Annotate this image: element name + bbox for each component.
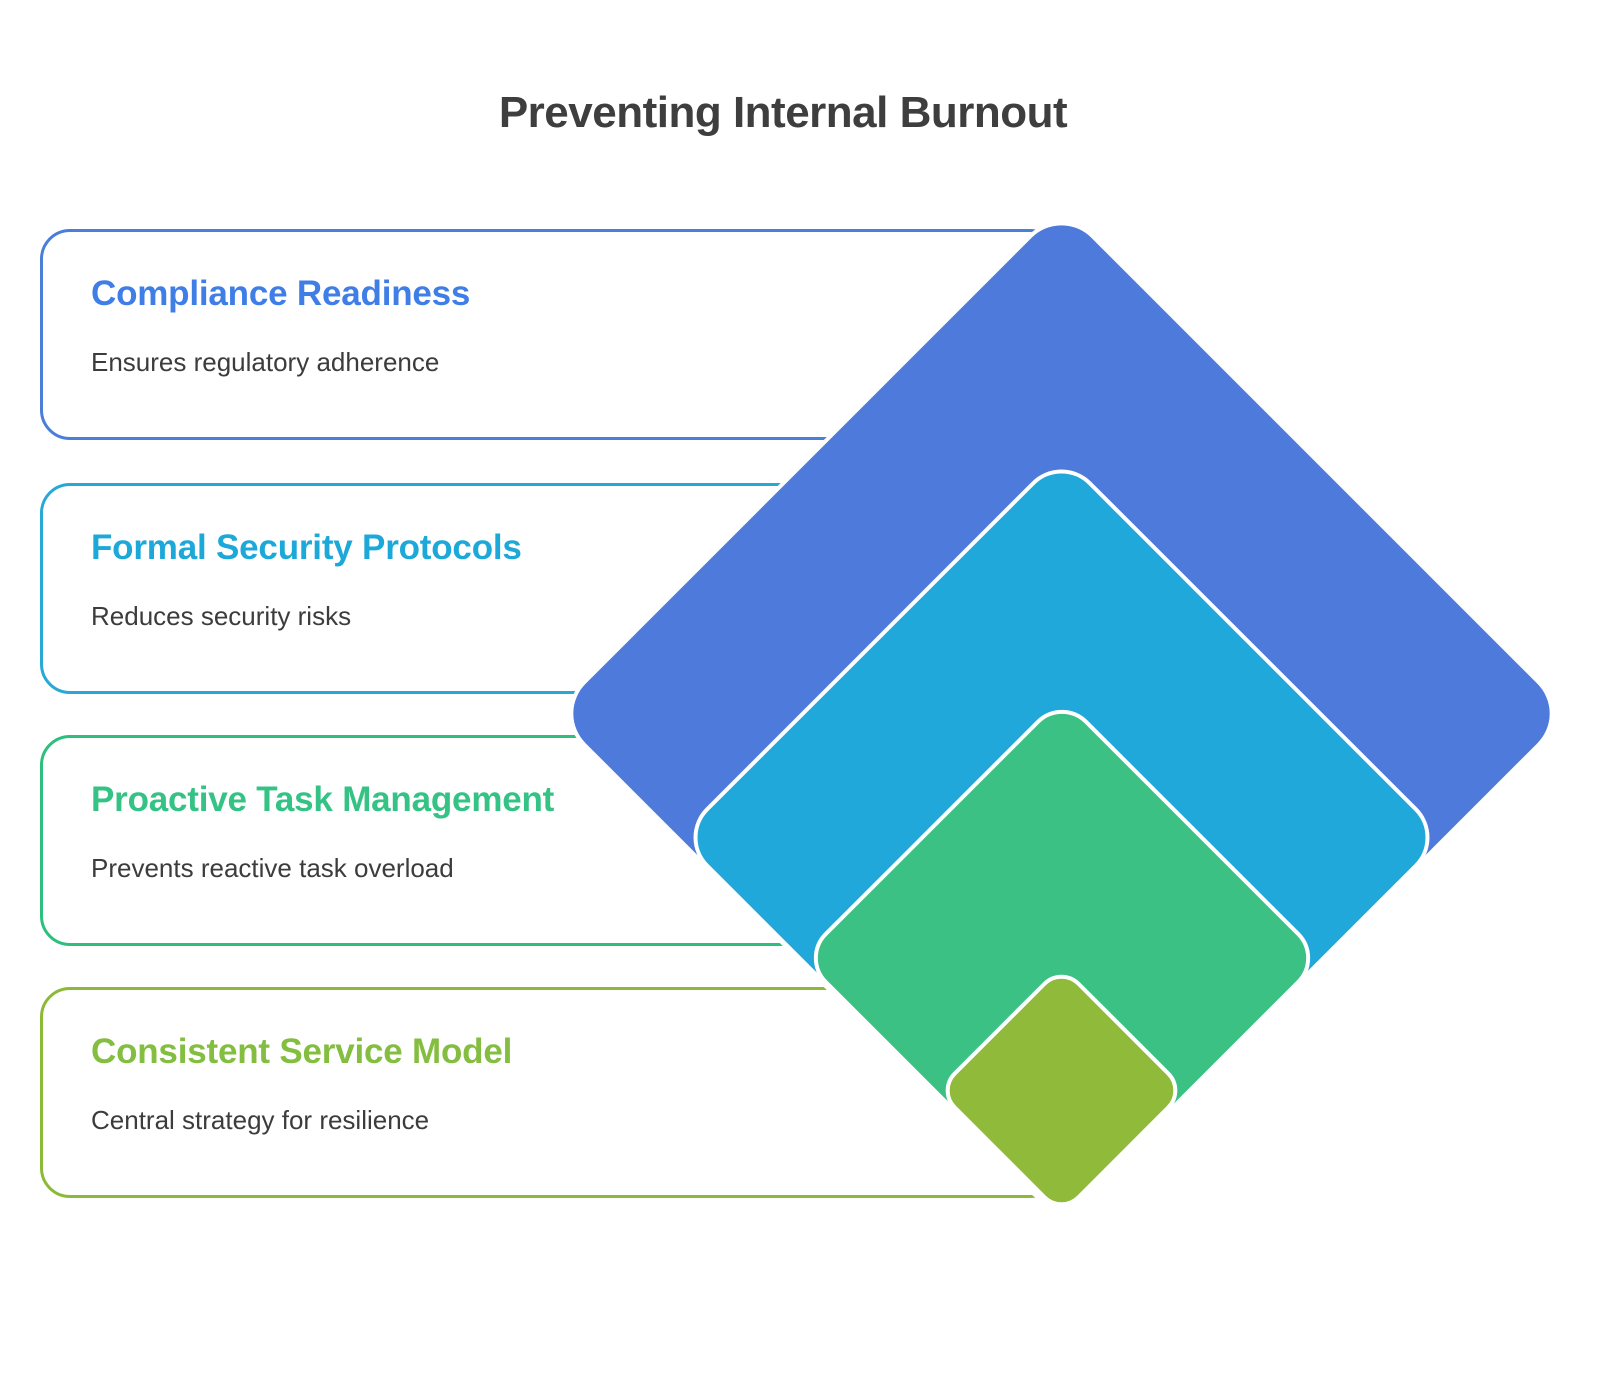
card-description: Ensures regulatory adherence (91, 347, 440, 377)
card-title: Formal Security Protocols (91, 528, 522, 567)
card-description: Central strategy for resilience (91, 1105, 430, 1135)
card-description: Reduces security risks (91, 601, 352, 631)
card-title: Compliance Readiness (91, 274, 471, 313)
page-title: Preventing Internal Burnout (498, 88, 1068, 137)
card-title: Proactive Task Management (91, 780, 555, 819)
card-description: Prevents reactive task overload (91, 853, 454, 883)
card-compliance-readiness: Compliance Readiness Ensures regulatory … (40, 229, 1060, 440)
card-title: Consistent Service Model (91, 1032, 513, 1071)
